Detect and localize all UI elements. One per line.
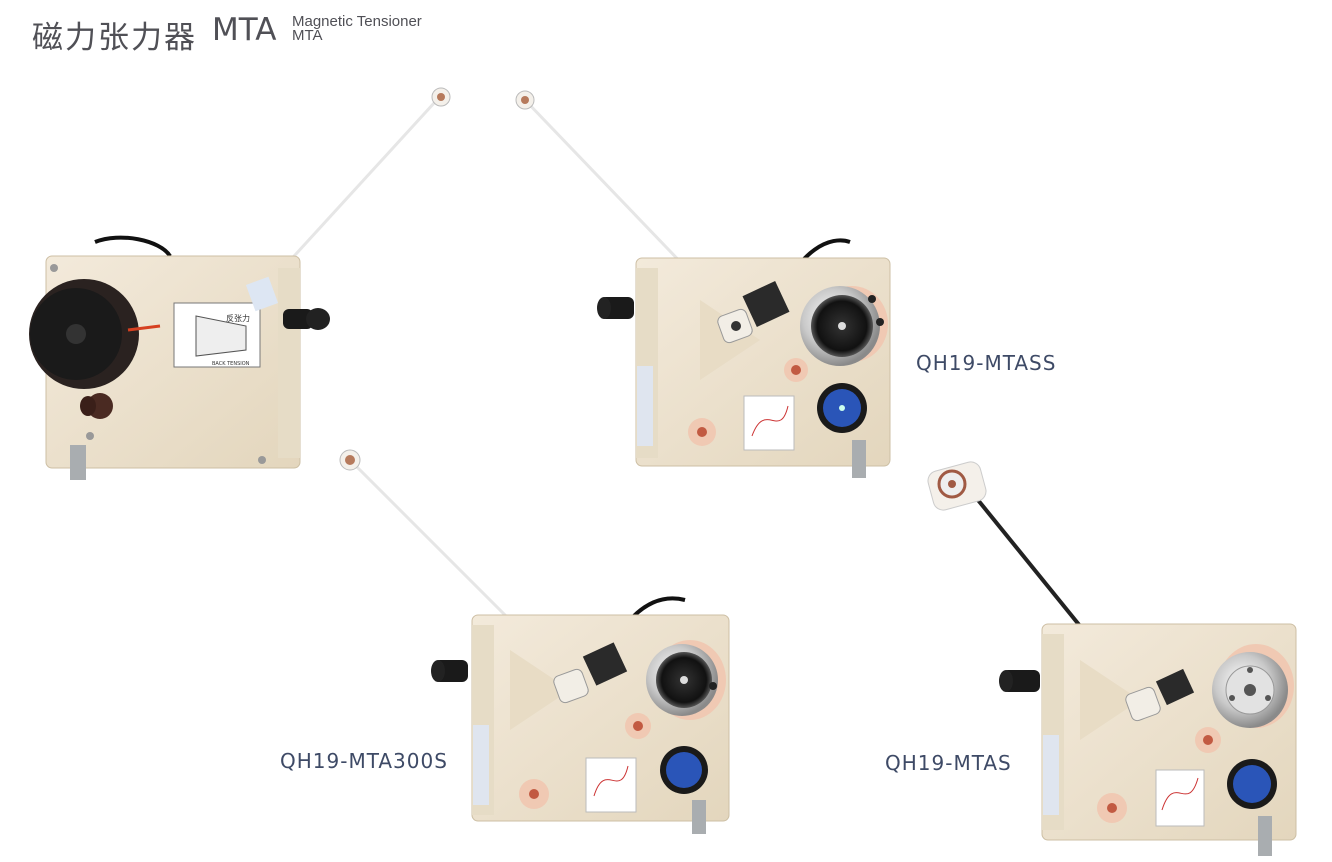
subtitle-line-1: Magnetic Tensioner [292,13,422,30]
gauge-label-en: BACK TENSION [212,361,250,367]
device-qh19-mtass [515,90,891,478]
model-label-qh19-mtass: QH19-MTASS [916,351,1056,375]
model-label-qh19-mta300s: QH19-MTA300S [280,749,448,773]
gauge-label-zh: 反张力 [226,313,250,323]
model-label-qh19-mtas: QH19-MTAS [885,751,1012,775]
device-qh19-mtas [927,461,1297,856]
page-title-zh: 磁力张力器 [32,20,197,56]
page-title-code: MTA [212,12,277,48]
device-qh19-mta300s [339,449,730,834]
device-mta-dial: 反张力 BACK TENSION [29,87,451,480]
subtitle-line-2: MTA [292,27,323,44]
page-subtitle: Magnetic Tensioner MTA [292,13,422,44]
